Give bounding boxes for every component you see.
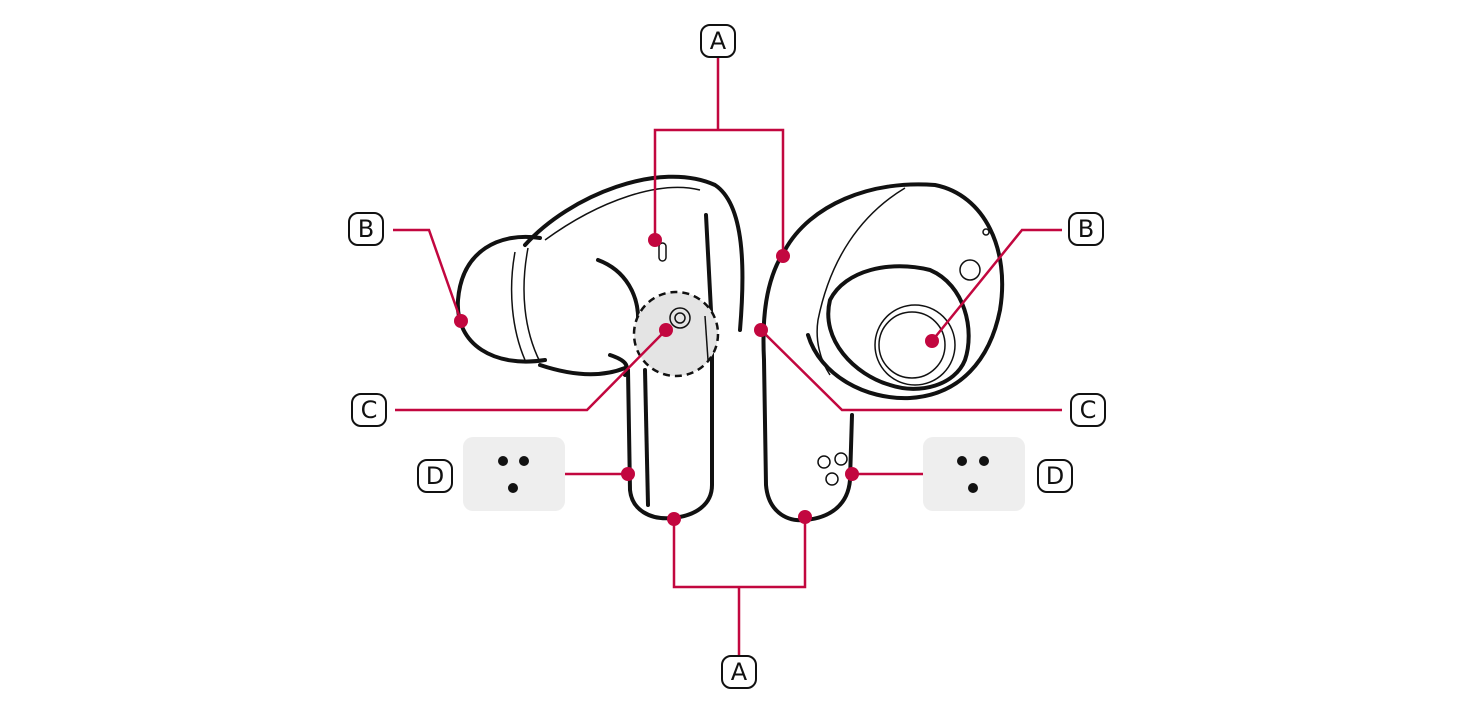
- label-d-right-box: [1037, 459, 1073, 493]
- left-mic-slot: [658, 242, 667, 262]
- dot-d-right: [845, 467, 859, 481]
- dot-b-right: [925, 334, 939, 348]
- left-shell-line: [544, 186, 701, 241]
- leader-a-top: [653, 128, 785, 256]
- dot-a-left-mic: [648, 233, 662, 247]
- leader-b-right: [931, 228, 1062, 342]
- right-nozzle-outer: [826, 264, 971, 391]
- right-sensor-panel-bg: [923, 437, 1025, 511]
- callout-dots: [454, 233, 939, 526]
- label-b-right-text: B: [1078, 215, 1094, 243]
- left-sensor-dot-3: [508, 483, 518, 493]
- label-a-bottom-box: [721, 655, 757, 689]
- label-a-top-box: [700, 24, 736, 58]
- right-stem-outer: [761, 248, 854, 523]
- right-nozzle-ring: [874, 304, 956, 386]
- right-sensor-dot-3: [968, 483, 978, 493]
- left-touch-area-highlight: [632, 290, 720, 378]
- right-sensor-panel: [923, 437, 1025, 511]
- dot-a-right-bottom: [798, 510, 812, 524]
- left-tip-ridge: [510, 251, 526, 361]
- label-a-bottom-text: A: [731, 658, 748, 686]
- leader-b-left: [393, 228, 463, 322]
- left-cheek-curve: [596, 258, 641, 327]
- right-sensor-dot-1: [957, 456, 967, 466]
- label-c-left: C: [351, 393, 387, 427]
- label-c-right: C: [1070, 393, 1106, 427]
- dot-a-right-mic: [776, 249, 790, 263]
- label-a-top: A: [700, 24, 736, 58]
- label-d-left-box: [417, 459, 453, 493]
- leader-c-left: [395, 329, 667, 412]
- left-ear-tip: [455, 235, 547, 364]
- label-b-right-box: [1068, 212, 1104, 246]
- leader-a-bottom: [672, 517, 807, 589]
- label-a-top-text: A: [710, 27, 727, 55]
- right-body-sensor: [959, 259, 981, 281]
- label-b-right: B: [1068, 212, 1104, 246]
- right-body-shell: [783, 182, 1005, 401]
- left-proximity-sensor-ring: [669, 307, 691, 329]
- left-lower-curve: [608, 353, 629, 377]
- left-sensor-panel: [463, 437, 565, 511]
- left-proximity-sensor-core: [674, 312, 686, 324]
- label-a-bottom: A: [721, 655, 757, 689]
- dot-a-left-bottom: [667, 512, 681, 526]
- label-d-left: D: [417, 459, 453, 493]
- left-sensor-panel-bg: [463, 437, 565, 511]
- left-stem-inner: [643, 368, 650, 507]
- right-stem-hole-3: [825, 472, 839, 486]
- dot-d-left: [621, 467, 635, 481]
- label-c-right-box: [1070, 393, 1106, 427]
- left-body-inner: [538, 363, 627, 377]
- label-d-left-text: D: [426, 462, 444, 490]
- leader-lines: [393, 58, 1062, 656]
- leader-c-right: [760, 329, 1062, 412]
- right-stem-hole-2: [834, 452, 848, 466]
- label-d-right: D: [1037, 459, 1073, 493]
- label-d-right-text: D: [1046, 462, 1064, 490]
- label-c-right-text: C: [1080, 396, 1097, 424]
- label-b-left-box: [348, 212, 384, 246]
- label-b-left-text: B: [358, 215, 374, 243]
- dot-c-right: [754, 323, 768, 337]
- left-highlight-edge: [704, 315, 709, 361]
- label-c-left-box: [351, 393, 387, 427]
- left-tip-ridge-2: [523, 247, 541, 363]
- right-shell-line: [816, 187, 906, 376]
- right-stem-hole-1: [817, 455, 831, 469]
- label-b-left: B: [348, 212, 384, 246]
- right-earbud: [761, 182, 1005, 523]
- right-nozzle-mesh: [878, 311, 946, 379]
- label-c-left-text: C: [361, 396, 378, 424]
- dot-c-left: [659, 323, 673, 337]
- right-sensor-dot-2: [979, 456, 989, 466]
- left-sensor-dot-2: [519, 456, 529, 466]
- right-body-pinhole: [982, 228, 990, 236]
- left-body-shell: [523, 174, 745, 332]
- left-sensor-dot-1: [498, 456, 508, 466]
- dot-b-left: [454, 314, 468, 328]
